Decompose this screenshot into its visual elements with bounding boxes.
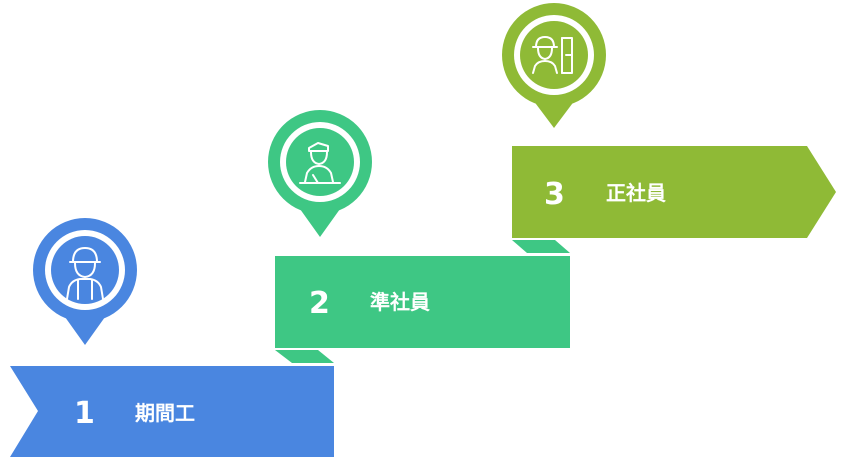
worker-cap-icon [66,247,104,300]
step-3-pin [502,3,606,128]
step-1-banner [10,366,334,457]
step-2-number: 2 [309,286,330,321]
step-1-fold [275,350,334,363]
step-3: 3 正社員 [502,3,836,238]
worker-helmet-icon [532,36,573,74]
step-2-banner [275,256,570,348]
step-1-number: 1 [74,396,95,431]
step-1-pin [33,218,137,345]
step-3-banner [512,146,836,238]
step-1-title: 期間工 [135,401,195,425]
step-2: 2 準社員 [268,110,570,348]
step-2-pin [268,110,372,237]
step-3-title: 正社員 [606,181,666,205]
step-2-title: 準社員 [370,290,430,314]
step-1: 1 期間工 [10,218,334,457]
step-2-fold [512,240,570,253]
step-3-number: 3 [544,177,565,212]
worker-desk-icon [299,142,341,184]
